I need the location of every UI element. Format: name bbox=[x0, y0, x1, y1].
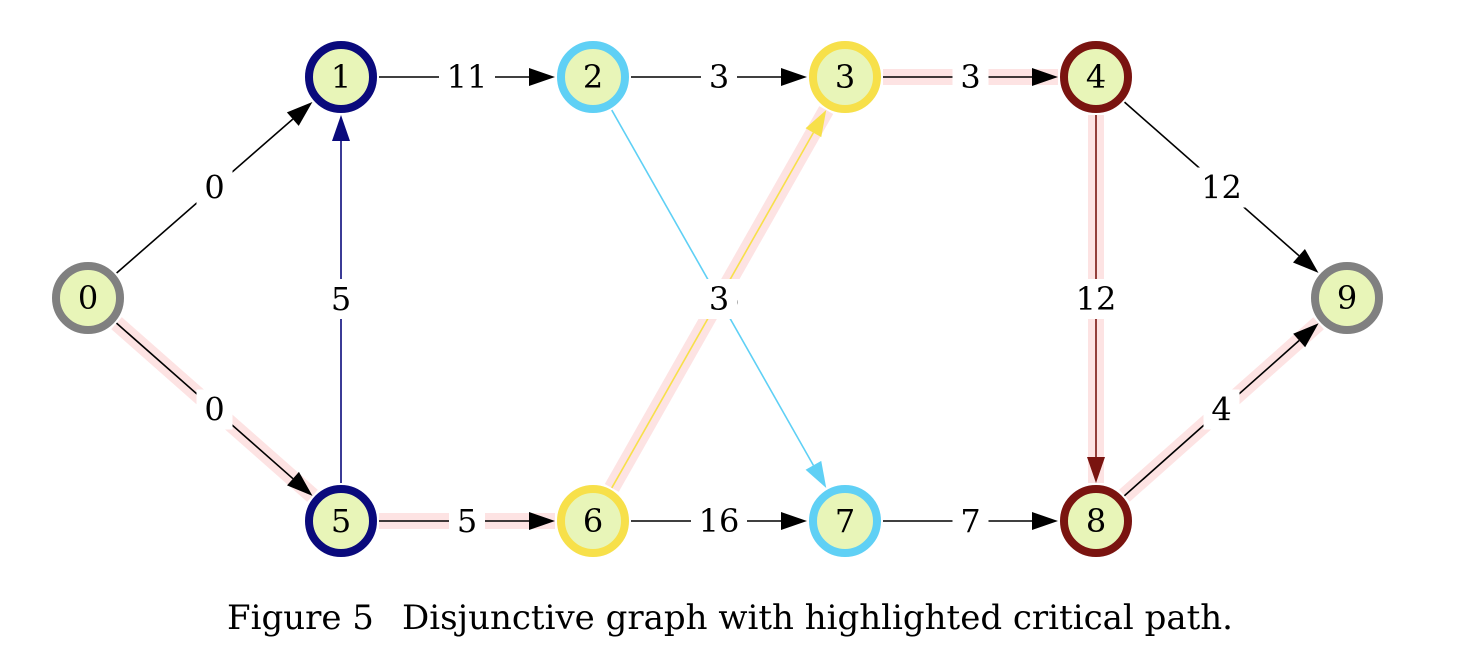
node-1-label: 1 bbox=[331, 58, 351, 96]
node-7: 7 bbox=[809, 485, 881, 557]
edge-labels: 0011331255163167124 bbox=[196, 57, 1250, 541]
edge-2-3-label: 3 bbox=[709, 58, 729, 96]
edge-5-1-label-bg bbox=[323, 279, 359, 319]
edge-0-5-arrowhead bbox=[287, 471, 313, 496]
edge-6-3-arrowhead bbox=[805, 110, 827, 138]
node-6-label: 6 bbox=[583, 502, 603, 540]
node-9: 9 bbox=[1311, 262, 1383, 334]
node-5-circle bbox=[305, 485, 377, 557]
edge-2-7-arrowhead bbox=[805, 460, 827, 488]
edge-4-9-label: 12 bbox=[1201, 169, 1242, 207]
edge-2-7-label: 3 bbox=[709, 280, 729, 318]
edge-7-8-label: 7 bbox=[960, 502, 980, 540]
edge-2-3-label-bg bbox=[701, 57, 737, 97]
node-4: 4 bbox=[1060, 41, 1132, 113]
edge-3-4-arrowhead bbox=[1032, 68, 1058, 86]
edge-0-1-label-bg bbox=[196, 167, 233, 208]
edge-5-6-arrowhead bbox=[529, 512, 555, 530]
node-2-label: 2 bbox=[583, 58, 603, 96]
node-2: 2 bbox=[557, 41, 629, 113]
node-1: 1 bbox=[305, 41, 377, 113]
edge-4-8-arrowhead bbox=[1087, 457, 1105, 483]
edge-3-4-label: 3 bbox=[960, 58, 980, 96]
edge-4-8-label: 12 bbox=[1076, 280, 1117, 318]
node-6: 6 bbox=[557, 485, 629, 557]
node-4-label: 4 bbox=[1086, 58, 1106, 96]
edge-6-7-arrowhead bbox=[781, 512, 807, 530]
node-5: 5 bbox=[305, 485, 377, 557]
edge-0-1-arrowhead bbox=[286, 101, 313, 126]
node-9-label: 9 bbox=[1337, 279, 1357, 317]
node-3-label: 3 bbox=[835, 58, 855, 96]
caption-text: Disjunctive graph with highlighted criti… bbox=[401, 598, 1233, 638]
figure-label: Figure 5 bbox=[227, 598, 374, 638]
edge-5-1-arrowhead bbox=[332, 115, 350, 141]
edge-7-8-arrowhead bbox=[1032, 512, 1058, 530]
edge-0-1-label: 0 bbox=[204, 169, 224, 207]
edge-1-2-label: 11 bbox=[447, 58, 488, 96]
node-7-label: 7 bbox=[835, 502, 855, 540]
edge-3-4-label-bg bbox=[952, 57, 989, 97]
edge-7-8-label-bg bbox=[952, 501, 989, 541]
edge-0-5-label-bg bbox=[196, 389, 233, 430]
edge-8-9-arrowhead bbox=[1293, 323, 1319, 348]
node-3: 3 bbox=[809, 41, 881, 113]
node-8: 8 bbox=[1060, 485, 1132, 557]
edge-6-7-label: 16 bbox=[699, 502, 740, 540]
edge-5-6-label-bg bbox=[449, 501, 485, 541]
edge-4-9-arrowhead bbox=[1293, 248, 1319, 273]
edge-5-6-label: 5 bbox=[457, 502, 477, 540]
node-7-circle bbox=[809, 485, 881, 557]
node-6-circle bbox=[557, 485, 629, 557]
figure-caption: Figure 5 Disjunctive graph with highlight… bbox=[0, 598, 1460, 638]
node-0-circle bbox=[52, 262, 124, 334]
node-9-circle bbox=[1311, 262, 1383, 334]
edge-4-8-label-bg bbox=[1068, 279, 1124, 319]
node-0: 0 bbox=[52, 262, 124, 334]
edge-5-1-label: 5 bbox=[331, 280, 351, 318]
edge-8-9-label: 4 bbox=[1211, 391, 1231, 429]
node-2-circle bbox=[557, 41, 629, 113]
edge-8-9-label-bg bbox=[1203, 389, 1240, 430]
edge-2-3-arrowhead bbox=[781, 68, 807, 86]
edge-0-5-label: 0 bbox=[204, 391, 224, 429]
node-0-label: 0 bbox=[78, 279, 98, 317]
node-5-label: 5 bbox=[331, 502, 351, 540]
edge-1-2-label-bg bbox=[439, 57, 495, 97]
node-3-circle bbox=[809, 41, 881, 113]
node-8-circle bbox=[1060, 485, 1132, 557]
node-1-circle bbox=[305, 41, 377, 113]
edge-1-2-arrowhead bbox=[529, 68, 555, 86]
edge-6-7-label-bg bbox=[691, 501, 747, 541]
edge-2-7-label-bg bbox=[701, 279, 737, 319]
edge-4-9-label-bg bbox=[1193, 167, 1250, 208]
node-4-circle bbox=[1060, 41, 1132, 113]
node-8-label: 8 bbox=[1086, 502, 1106, 540]
